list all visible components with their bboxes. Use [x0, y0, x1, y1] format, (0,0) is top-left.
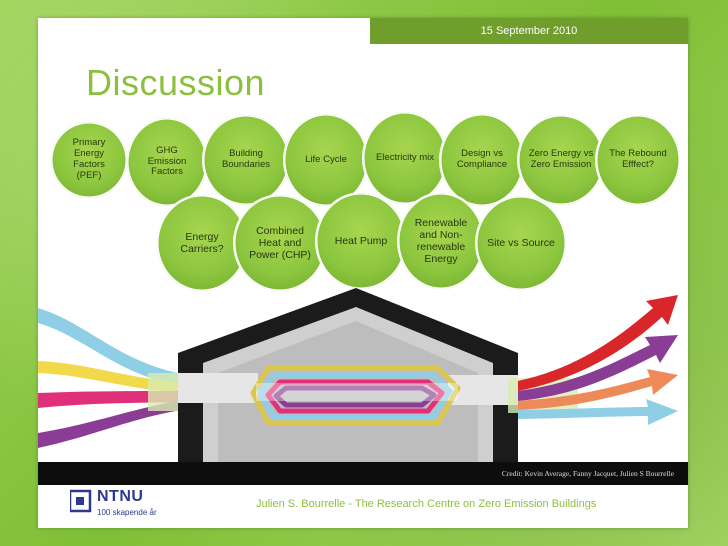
left-opening	[178, 373, 258, 403]
topic-chp: Combined Heat and Power (CHP)	[234, 195, 326, 291]
energy-coil	[250, 365, 461, 426]
topic-energy-carriers: Energy Carriers?	[157, 195, 247, 291]
topic-building-boundaries: Building Boundaries	[203, 115, 289, 205]
topic-electricity-mix: Electricity mix	[363, 112, 447, 204]
arrow-in-blue	[38, 308, 188, 387]
topic-renewable-energy: Renewable and Non-renewable Energy	[398, 193, 484, 289]
footer-text: Julien S. Bourrelle - The Research Centr…	[256, 498, 597, 510]
coil-highlight	[256, 383, 458, 401]
house-interior-shade	[218, 321, 478, 463]
arrow-out-purple	[518, 335, 678, 401]
topic-site-vs-source: Site vs Source	[476, 196, 566, 290]
logo-tagline: 100 skapende år	[97, 508, 157, 517]
logo-wordmark: NTNU	[97, 488, 144, 505]
topic-rebound-effect: The Rebound Efffect?	[596, 115, 680, 205]
arrow-out-blue	[518, 399, 678, 425]
house-energy-illustration	[38, 288, 678, 463]
arrow-in-purple	[38, 399, 188, 448]
topic-heat-pump: Heat Pump	[316, 193, 406, 289]
image-credit: Credit: Kevin Average, Fanny Jacquet, Ju…	[38, 462, 688, 485]
slide-title: Discussion	[86, 62, 266, 103]
topic-zero-energy-vs-zero-emission: Zero Energy vs Zero Emission	[518, 115, 604, 205]
topic-life-cycle: Life Cycle	[284, 114, 368, 206]
date-label: 15 September 2010	[370, 18, 688, 44]
arrow-out-orange	[518, 369, 678, 410]
topic-primary-energy-factors: Primary Energy Factors (PEF)	[51, 122, 127, 198]
topic-design-vs-compliance: Design vs Compliance	[440, 114, 524, 206]
topic-ghg-emission-factors: GHG Emission Factors	[127, 118, 207, 206]
ntnu-logo-icon	[70, 489, 92, 513]
arrow-out-red	[518, 295, 678, 391]
